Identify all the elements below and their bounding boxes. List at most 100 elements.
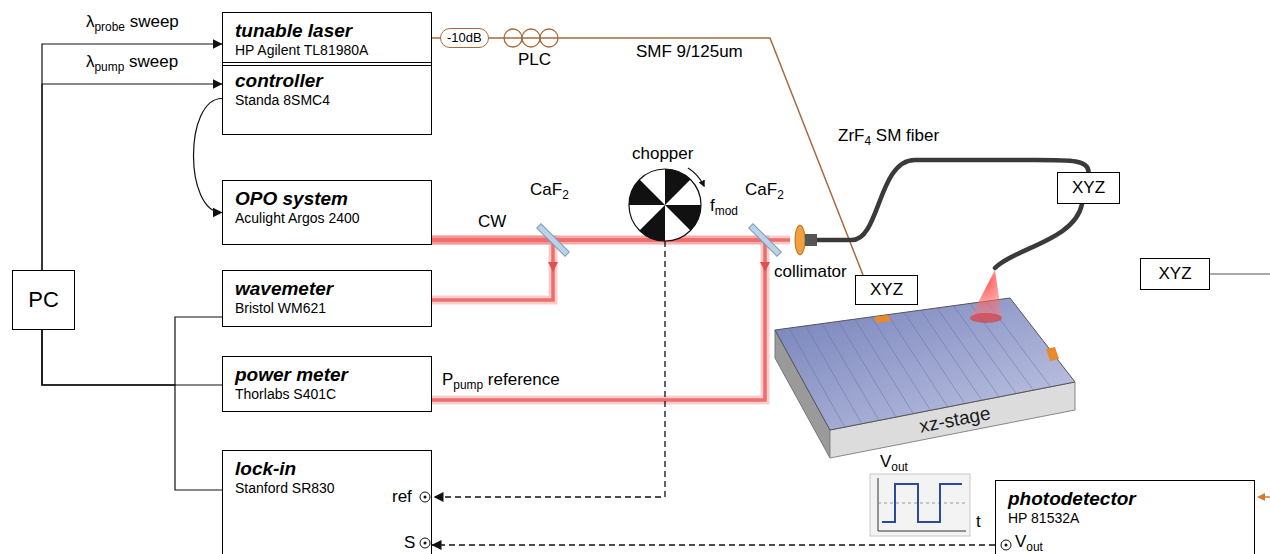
rotation-arrow (688, 168, 704, 186)
annotation-label: λ (86, 12, 95, 31)
annotation-label: PLC (518, 50, 551, 69)
laser-beam (432, 240, 553, 300)
subscript-text: pump (95, 60, 125, 74)
label-group: PLC (518, 50, 551, 70)
fluoride-fiber (817, 160, 1089, 240)
label-group: collimator (774, 262, 847, 282)
annotation-label: reference (488, 370, 560, 389)
node-subtitle: HP 81532A (1008, 510, 1242, 526)
annotation-label: -10dB (447, 30, 482, 45)
computer-box: PC (12, 270, 75, 330)
fiber-ferrule (805, 234, 817, 246)
port-symbol (420, 492, 430, 502)
arrow-head (1257, 493, 1265, 501)
fiber-loop (504, 29, 522, 47)
coupler-marker (874, 315, 891, 323)
chopper-blade (640, 205, 665, 241)
waveguide-line (904, 312, 965, 403)
chopper-blade (629, 180, 665, 205)
label-group: Vout (880, 452, 908, 474)
node-subtitle: Stanford SR830 (235, 480, 419, 496)
connector-group (432, 240, 553, 300)
fiber-end (995, 204, 1082, 268)
waveguide-line (838, 321, 896, 417)
label-group: CaF2 (530, 180, 569, 202)
label-group: chopper (632, 144, 693, 164)
label-group: t (976, 512, 981, 532)
waveguide-line (954, 306, 1017, 394)
connector-group (432, 160, 1089, 240)
waveguide-line (888, 315, 948, 407)
label-group: ZrF4SM fiber (838, 126, 939, 148)
laser-beam (432, 240, 765, 400)
annotation-label: λ (86, 52, 95, 71)
waveguide-line (871, 317, 930, 410)
signal-line (432, 544, 995, 545)
port-symbol (420, 538, 430, 548)
control-line (42, 44, 222, 270)
node-subtitle: Aculight Argos 2400 (235, 210, 419, 226)
instrument-box: wavemeterBristol WM621 (222, 270, 432, 327)
control-line (42, 317, 222, 385)
control-line (42, 330, 222, 490)
node-subtitle: Standa 8SMC4 (235, 92, 419, 108)
subscript-text: mod (715, 204, 738, 218)
node-subtitle: Bristol WM621 (235, 300, 419, 316)
label-group: Vout (1015, 532, 1043, 554)
waveguide-line (822, 324, 879, 421)
annotation-label: f (710, 196, 715, 215)
port-dot (424, 496, 427, 499)
control-line (194, 99, 223, 213)
label-group: Ppumpreference (442, 370, 560, 392)
positioner-box: XYZ (1140, 258, 1210, 290)
beam-splitter (749, 224, 782, 257)
instrument-box: controllerStanda 8SMC4 (222, 62, 432, 135)
label-group: λpumpsweep (86, 52, 178, 74)
subscript-text: 2 (562, 188, 569, 202)
port-dot (1005, 544, 1008, 547)
node-title: OPO system (235, 188, 419, 210)
annotation-label: sweep (130, 12, 179, 31)
positioner-box: XYZ (1057, 172, 1120, 204)
waveguide-line (789, 328, 845, 427)
waveguide-line (855, 319, 913, 414)
square-wave (882, 484, 962, 522)
plot-axis (878, 531, 966, 532)
chopper-disk (629, 169, 701, 241)
port-symbol (1001, 540, 1011, 550)
subscript-text: probe (95, 20, 125, 34)
label-group: CaF2 (745, 180, 784, 202)
laser-beam (432, 240, 765, 400)
instrument-box: power meterThorlabs S401C (222, 356, 432, 412)
annotation-label: P (442, 370, 453, 389)
signal-plot (870, 474, 970, 536)
beam-direction (548, 262, 558, 272)
annotation-label: t (976, 512, 981, 531)
positioner-box: XYZ (855, 275, 918, 305)
label-group: SMF 9/125um (636, 42, 743, 62)
pump-cone (970, 270, 1002, 318)
output-fiber (1210, 273, 1270, 274)
waveguide-line (806, 326, 862, 424)
annotation-label: V (880, 452, 891, 471)
chopper-wheel (629, 168, 704, 241)
pump-spot (970, 313, 1002, 323)
control-line (42, 330, 222, 385)
plot-frame (870, 474, 970, 536)
node-title: XYZ (1072, 178, 1105, 198)
node-title: photodetector (1008, 488, 1242, 510)
chopper-blade (665, 169, 690, 205)
annotation-label: S (404, 533, 415, 552)
chopper-blade (665, 205, 701, 230)
node-title: PC (28, 287, 59, 313)
node-subtitle: HP Agilent TL81980A (235, 42, 419, 58)
port-dot (424, 542, 427, 545)
annotation-label: CaF (745, 180, 777, 199)
beam-direction (760, 262, 770, 272)
annotation-label: V (1015, 532, 1026, 551)
annotation-label: CaF (530, 180, 562, 199)
instrument-box: OPO systemAculight Argos 2400 (222, 180, 432, 245)
